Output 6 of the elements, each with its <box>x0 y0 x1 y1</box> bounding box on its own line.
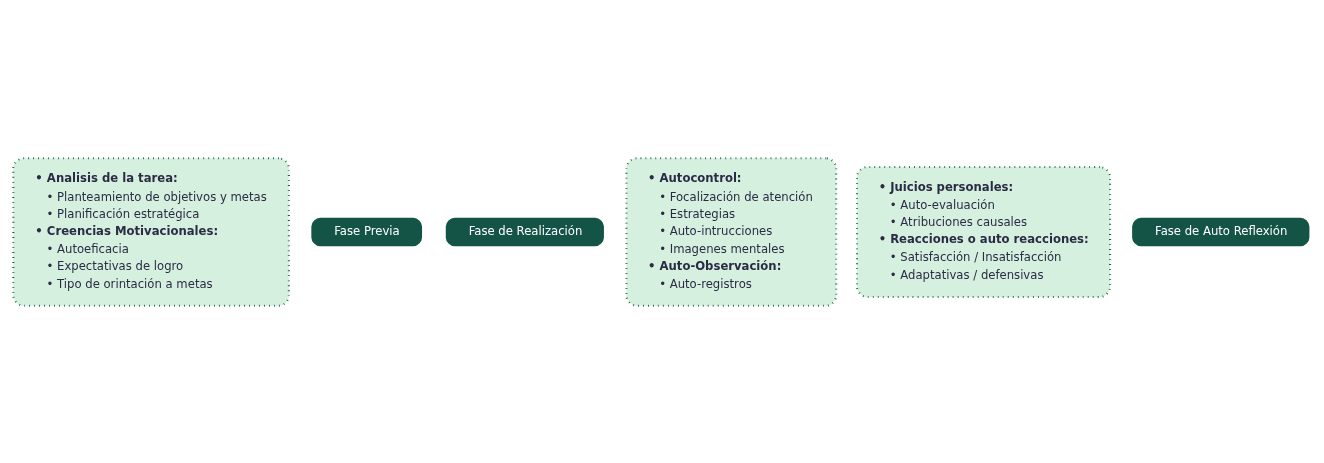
node-box: • Autocontrol: • Focalización de atención • Estrategias • Auto-intrucciones • Imagenes mentales • Auto-Observación: • Auto-registros <box>625 156 838 307</box>
node-box: • Analisis de la tarea: • Planteamiento de objetivos y metas • Planificación estratégica • Creencias Motivacionales: • Autoeficacia • Expectativas de logro • Tipo de orintación a metas <box>12 156 290 307</box>
node-box: • Juicios personales: • Auto-evaluación • Atribuciones causales • Reacciones o auto reacciones: • Satisfacción / Insatisfacción • Adaptativas / defensivas <box>855 165 1112 298</box>
node-box: Fase de Auto Reflexión <box>1129 214 1312 249</box>
node-box: Fase Previa <box>308 214 425 249</box>
node-box: Fase de Realización <box>443 214 607 249</box>
